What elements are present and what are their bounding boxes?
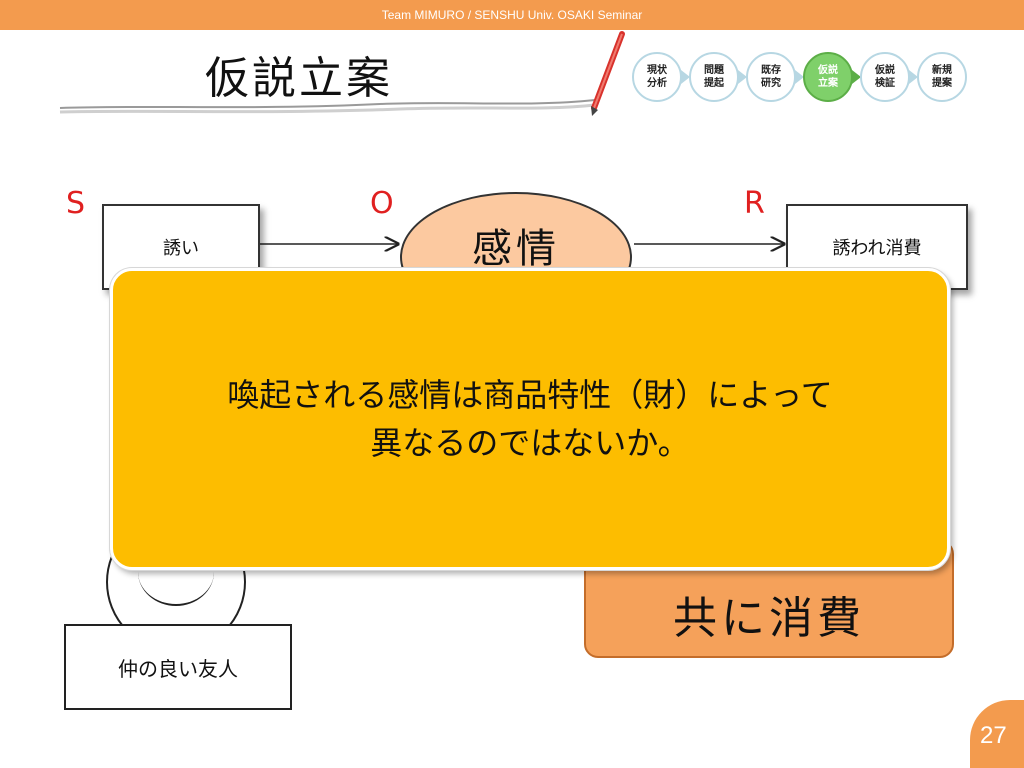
- pencil-icon: [591, 31, 625, 116]
- torn-paper-line: [59, 99, 596, 114]
- hypothesis-text: 喚起される感情は商品特性（財）によって 異なるのではないか。: [227, 376, 833, 462]
- process-steps: 現状 分析 問題 提起 既存 研究 仮説 立案 仮説 検証 新規 提案: [632, 52, 972, 102]
- s-label: S: [66, 186, 86, 221]
- r-label: R: [744, 186, 765, 221]
- hypothesis-callout: 喚起される感情は商品特性（財）によって 異なるのではないか。: [110, 268, 950, 570]
- step-6: 新規 提案: [917, 52, 967, 102]
- step-3: 既存 研究: [746, 52, 804, 102]
- step-2: 問題 提起: [689, 52, 747, 102]
- step-4-active: 仮説 立案: [803, 52, 861, 102]
- o-label: O: [370, 186, 394, 221]
- chevron-right-icon: [852, 70, 861, 84]
- header-bar: Team MIMURO / SENSHU Univ. OSAKI Seminar: [0, 0, 1024, 30]
- mouth: [138, 572, 214, 606]
- step-5: 仮説 検証: [860, 52, 918, 102]
- slide-title: 仮説立案: [205, 53, 393, 104]
- chevron-right-icon: [795, 70, 804, 84]
- chevron-right-icon: [909, 70, 918, 84]
- step-1: 現状 分析: [632, 52, 690, 102]
- header-text: Team MIMURO / SENSHU Univ. OSAKI Seminar: [381, 8, 643, 22]
- friend-box: 仲の良い友人: [64, 624, 292, 710]
- chevron-right-icon: [681, 70, 690, 84]
- chevron-right-icon: [738, 70, 747, 84]
